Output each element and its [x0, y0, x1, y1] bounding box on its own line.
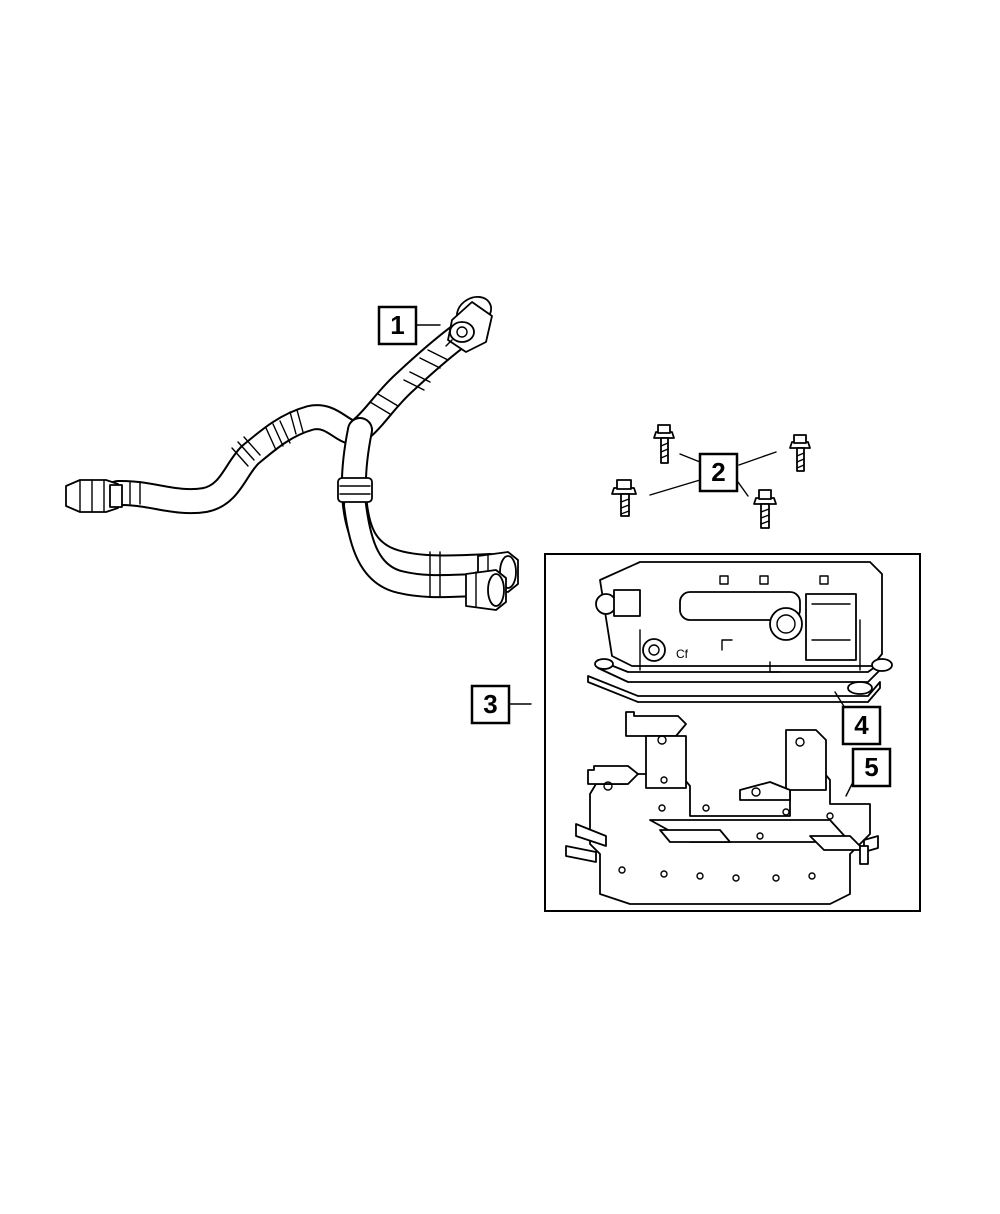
svg-text:3: 3 — [483, 689, 497, 719]
bolt-4 — [753, 489, 777, 529]
bolt-1 — [653, 424, 675, 464]
mounting-bolts — [611, 424, 811, 529]
svg-text:4: 4 — [854, 710, 869, 740]
coolant-hose-assembly — [65, 296, 519, 611]
svg-text:Cf: Cf — [676, 647, 689, 661]
hose-connector-right — [465, 551, 519, 611]
callout-1: 1 — [377, 305, 441, 346]
bolt-2 — [789, 434, 811, 472]
hose-connector-left — [65, 479, 123, 513]
bolt-3 — [611, 479, 637, 517]
svg-text:2: 2 — [711, 457, 725, 487]
mounting-bracket — [565, 711, 879, 905]
charger-module: Cf — [587, 561, 893, 703]
assembly-box — [544, 553, 921, 912]
svg-text:5: 5 — [864, 752, 878, 782]
callout-3: 3 — [470, 684, 511, 725]
svg-text:1: 1 — [390, 310, 404, 340]
callout-4: 4 — [841, 705, 882, 746]
callout-5: 5 — [851, 747, 892, 788]
hose-connector-top — [445, 296, 493, 353]
callout-2: 2 — [698, 452, 739, 493]
